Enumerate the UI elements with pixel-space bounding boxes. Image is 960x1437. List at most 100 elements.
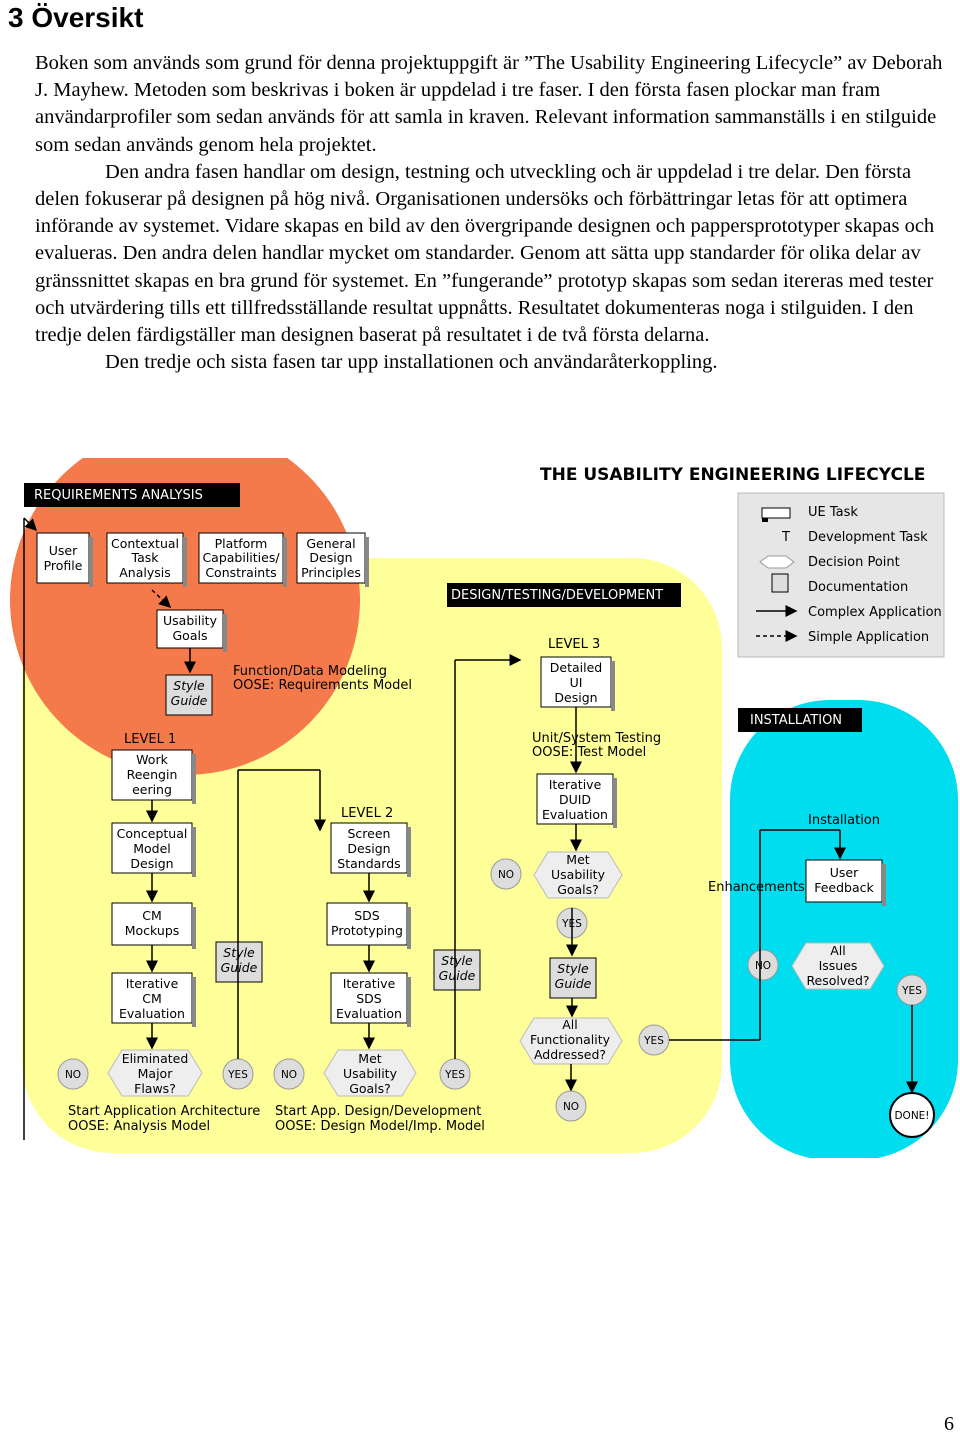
decision-all-issues-resolved: All Issues Resolved? (791, 942, 885, 990)
svg-text:Usability: Usability (551, 867, 606, 882)
svg-text:YES: YES (444, 1069, 465, 1081)
svg-text:Screen: Screen (348, 826, 391, 841)
style-guide-doc: Style Guide (165, 674, 213, 716)
svg-text:All: All (562, 1017, 578, 1032)
svg-text:Mockups: Mockups (125, 923, 180, 938)
usability-goals-box: Usability Goals (156, 609, 227, 652)
svg-text:Design: Design (347, 841, 390, 856)
screen-design-standards-box: Screen Design Standards (330, 822, 411, 877)
no-node: NO (490, 858, 522, 890)
cm-mockups-box: CM Mockups (111, 902, 196, 949)
function-data-modeling-label: Function/Data Modeling (233, 664, 387, 679)
iterative-duid-evaluation-box: Iterative DUID Evaluation (536, 773, 617, 828)
start-app-design-label: Start App. Design/Development (275, 1104, 481, 1119)
svg-text:Guide: Guide (171, 693, 208, 708)
svg-text:YES: YES (227, 1069, 248, 1081)
legend-label: Decision Point (808, 555, 900, 570)
svg-text:Detailed: Detailed (550, 660, 602, 675)
svg-text:Analysis: Analysis (119, 565, 171, 580)
svg-text:Style: Style (173, 678, 205, 693)
svg-text:Major: Major (138, 1066, 174, 1081)
paragraph-phase-1: Boken som används som grund för denna pr… (35, 52, 943, 156)
user-profile-box: User Profile (36, 532, 93, 587)
lifecycle-diagram: T UE Task Development Task Decision Poin… (10, 458, 958, 1158)
svg-text:DONE!: DONE! (894, 1110, 929, 1122)
phase-label-requirements: REQUIREMENTS ANALYSIS (34, 488, 203, 503)
svg-text:Iterative: Iterative (126, 976, 179, 991)
svg-text:UI: UI (570, 675, 583, 690)
no-node: NO (747, 949, 779, 981)
svg-text:Goals: Goals (173, 628, 208, 643)
start-application-architecture-label: Start Application Architecture (68, 1104, 260, 1119)
diagram-title: THE USABILITY ENGINEERING LIFECYCLE (540, 465, 925, 485)
svg-text:YES: YES (643, 1035, 664, 1047)
work-reengineering-box: Work Reengin eering (111, 749, 196, 804)
oose-requirements-label: OOSE: Requirements Model (233, 678, 412, 693)
svg-text:eering: eering (132, 782, 172, 797)
svg-text:Principles: Principles (301, 565, 361, 580)
svg-text:Met: Met (358, 1051, 381, 1066)
contextual-task-analysis-box: Contextual Task Analysis (106, 532, 187, 587)
yes-node: YES (222, 1058, 254, 1090)
section-heading: 3 Översikt (8, 2, 144, 33)
svg-text:SDS: SDS (356, 991, 382, 1006)
enhancements-label: Enhancements (708, 880, 805, 895)
decision-met-usability-goals-level-3: Met Usability Goals? (533, 851, 623, 899)
svg-text:Addressed?: Addressed? (534, 1047, 606, 1062)
iterative-sds-evaluation-box: Iterative SDS Evaluation (330, 972, 411, 1027)
svg-text:Contextual: Contextual (111, 536, 179, 551)
legend-label: UE Task (808, 505, 858, 520)
no-node: NO (57, 1058, 89, 1090)
decision-all-functionality-addressed: All Functionality Addressed? (519, 1017, 623, 1065)
svg-text:Usability: Usability (343, 1066, 398, 1081)
paragraph-phase-3: Den tredje och sista fasen tar upp insta… (105, 351, 718, 374)
svg-text:User: User (49, 543, 78, 558)
svg-text:DUID: DUID (559, 792, 591, 807)
svg-text:Goals?: Goals? (557, 882, 599, 897)
oose-test-model-label: OOSE: Test Model (532, 745, 646, 760)
svg-text:NO: NO (65, 1069, 81, 1081)
svg-text:Design: Design (130, 856, 173, 871)
svg-text:Model: Model (133, 841, 171, 856)
svg-text:Resolved?: Resolved? (806, 973, 869, 988)
page-number: 6 (944, 1413, 954, 1435)
installation-phase-region (730, 700, 958, 1158)
svg-text:Style: Style (441, 953, 473, 968)
svg-text:NO: NO (498, 869, 514, 881)
svg-text:Work: Work (136, 752, 168, 767)
svg-text:Reengin: Reengin (127, 767, 178, 782)
level-1-label: LEVEL 1 (124, 732, 176, 747)
svg-text:NO: NO (755, 960, 771, 972)
style-guide-doc: Style Guide (549, 957, 597, 999)
svg-text:CM: CM (142, 908, 162, 923)
svg-text:Usability: Usability (163, 613, 218, 628)
svg-text:Evaluation: Evaluation (119, 1006, 185, 1021)
yes-node: YES (638, 1024, 670, 1056)
svg-text:Capabilities/: Capabilities/ (202, 550, 280, 565)
svg-text:Guide: Guide (555, 976, 592, 991)
sds-prototyping-box: SDS Prototyping (326, 902, 411, 949)
svg-text:Conceptual: Conceptual (117, 826, 188, 841)
legend-ue-task-icon (761, 507, 791, 519)
no-node: NO (555, 1090, 587, 1122)
svg-text:Iterative: Iterative (549, 777, 602, 792)
no-node: NO (273, 1058, 305, 1090)
svg-text:Functionality: Functionality (530, 1032, 611, 1047)
svg-text:CM: CM (142, 991, 162, 1006)
detailed-ui-design-box: Detailed UI Design (540, 656, 615, 711)
yes-node: YES (439, 1058, 471, 1090)
level-2-label: LEVEL 2 (341, 806, 393, 821)
body-text: Boken som används som grund för denna pr… (35, 50, 953, 376)
svg-text:Evaluation: Evaluation (542, 807, 608, 822)
svg-text:Guide: Guide (221, 960, 258, 975)
platform-capabilities-box: Platform Capabilities/ Constraints (198, 532, 287, 587)
svg-text:Eliminated: Eliminated (122, 1051, 189, 1066)
phase-label-design: DESIGN/TESTING/DEVELOPMENT (451, 588, 663, 603)
svg-text:Task: Task (131, 550, 160, 565)
unit-system-testing-label: Unit/System Testing (532, 731, 661, 746)
flow-arrows (23, 517, 918, 1140)
svg-text:SDS: SDS (354, 908, 380, 923)
legend-label: Complex Application (808, 605, 942, 620)
svg-text:Profile: Profile (44, 558, 83, 573)
svg-text:NO: NO (281, 1069, 297, 1081)
